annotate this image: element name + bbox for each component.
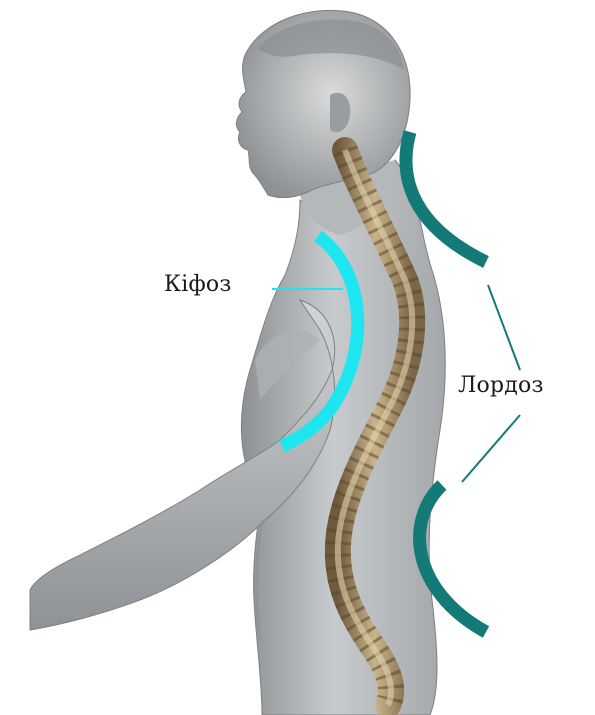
- lordosis-label: Лордоз: [458, 373, 544, 398]
- human-figure-side-view-icon: [30, 10, 445, 715]
- lordosis-leader-line-lower: [462, 415, 520, 482]
- lordosis-leader-line-upper: [488, 285, 520, 370]
- kyphosis-label: Кіфоз: [164, 272, 232, 297]
